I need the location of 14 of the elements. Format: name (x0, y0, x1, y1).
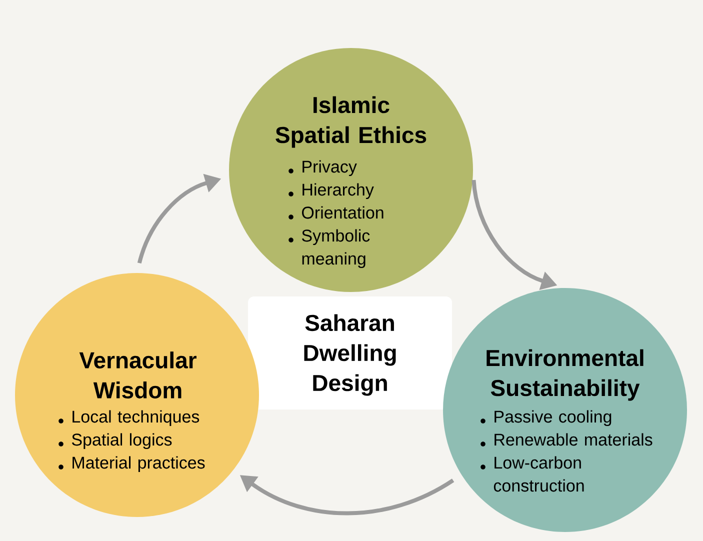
bullet-item: Passive cooling (480, 410, 612, 426)
bullet-item: Renewable materials (480, 433, 652, 446)
bullet-item: Spatial logics (58, 433, 172, 450)
bullet-item: Hierarchy (288, 183, 374, 200)
heading: Vernacular Wisdom (79, 352, 196, 398)
heading: Environmental Sustainability (486, 349, 644, 401)
bullet-item: Orientation (288, 206, 384, 220)
bullet-item: Symbolic meaning (288, 229, 370, 268)
heading: Saharan Dwelling Design (304, 314, 396, 396)
bullet-item: Privacy (288, 160, 357, 176)
bullet-item: Low-carbon construction (480, 456, 584, 492)
bullet-item: Material practices (58, 456, 205, 472)
heading: Islamic Spatial Ethics (276, 96, 426, 148)
bullet-item: Local techniques (58, 410, 200, 426)
